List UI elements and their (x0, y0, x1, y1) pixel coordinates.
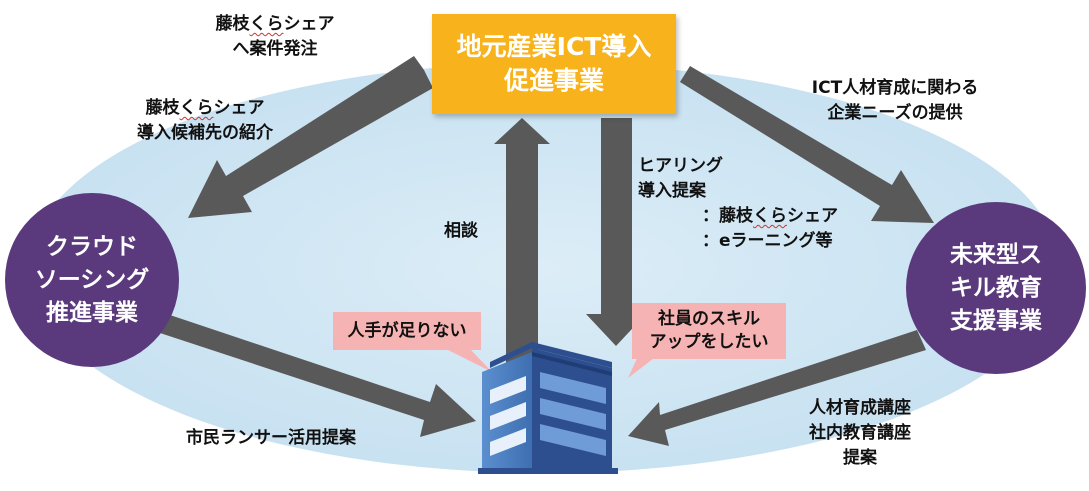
circle-right-line-1: 未来型ス (950, 241, 1042, 268)
circle-right-line-3: 支援事業 (950, 307, 1042, 334)
label-hearing-line-1: ヒアリング (638, 156, 723, 176)
label-intro-line-1: 藤枝くらシェア (145, 98, 265, 118)
center-box-line-2: 促進事業 (503, 66, 604, 95)
center-box-ict-promotion: 地元産業ICT導入 促進事業 (432, 14, 676, 114)
bubble-right-line-1: 社員のスキル (658, 309, 760, 329)
label-training-line-3: 提案 (843, 448, 877, 468)
label-order: 藤枝くらシェア へ案件発注 (180, 12, 370, 62)
label-needs-line-1: ICT人材育成に関わる (811, 78, 979, 98)
label-order-line-1: 藤枝くらシェア (215, 14, 335, 34)
arrow-crowd-to-company (160, 314, 476, 437)
label-hearing-line-2: 導入提案 (638, 181, 706, 201)
label-intro: 藤枝くらシェア 導入候補先の紹介 (105, 96, 305, 146)
label-hearing-line-3: ：藤枝くらシェア (702, 206, 838, 226)
arrow-skill-to-company (628, 330, 926, 446)
circle-left-line-3: 推進事業 (46, 299, 138, 326)
bubble-left-tail (446, 349, 492, 372)
circle-skill-education: 未来型ス キル教育 支援事業 (906, 202, 1086, 374)
label-training-line-1: 人材育成講座 (809, 398, 911, 418)
bubble-skill-up: 社員のスキル アップをしたい (632, 303, 786, 359)
label-lancer: 市民ランサー活用提案 (186, 428, 356, 448)
bubble-shortage: 人手が足りない (333, 312, 481, 350)
label-needs-line-2: 企業ニーズの提供 (827, 103, 963, 123)
label-intro-line-2: 導入候補先の紹介 (137, 123, 273, 143)
circle-left-line-2: ソーシング (34, 266, 150, 293)
arrow-hearing-down (586, 118, 646, 346)
label-needs: ICT人材育成に関わる 企業ニーズの提供 (790, 76, 1000, 126)
label-training: 人材育成講座 社内教育講座 提案 (790, 396, 930, 471)
label-consult: 相談 (444, 221, 478, 241)
bubble-left-text: 人手が足りない (347, 320, 467, 341)
circle-right-line-2: キル教育 (950, 274, 1042, 301)
arrow-center-to-crowd (188, 56, 433, 218)
arrow-consult-up (494, 118, 550, 386)
circle-crowdsourcing: クラウド ソーシング 推進事業 (5, 193, 179, 367)
label-hearing: ヒアリング 導入提案 ：藤枝くらシェア ：eラーニング等 (638, 154, 838, 254)
arrow-center-to-skill (680, 66, 934, 223)
building-icon (478, 342, 618, 474)
label-training-line-2: 社内教育講座 (809, 423, 911, 443)
label-hearing-line-4: ：eラーニング等 (702, 231, 833, 251)
circle-left-line-1: クラウド (46, 233, 138, 260)
label-order-line-2: へ案件発注 (232, 39, 318, 59)
center-box-line-1: 地元産業ICT導入 (456, 32, 652, 61)
bubble-right-line-2: アップをしたい (649, 332, 769, 352)
